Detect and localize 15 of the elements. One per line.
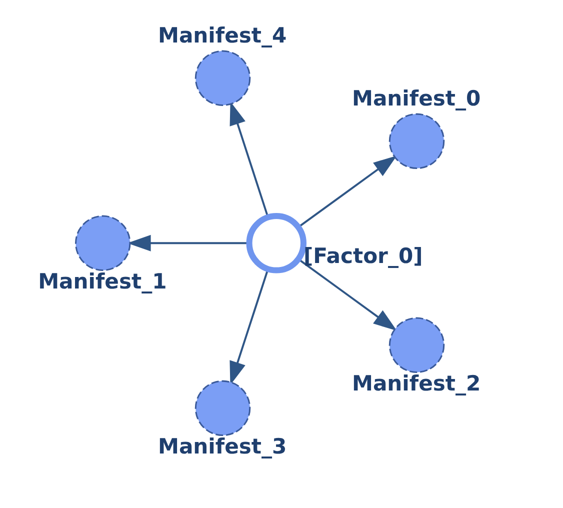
node-label: [Factor_0]: [303, 243, 423, 268]
node-label: Manifest_0: [352, 85, 481, 110]
node-circle: [388, 113, 445, 170]
node-circle: [194, 380, 251, 436]
node-circle: [194, 50, 251, 106]
node-label: Manifest_4: [158, 22, 287, 48]
node-circle: [246, 213, 306, 274]
node-label: Manifest_2: [352, 370, 481, 396]
arrow: [298, 258, 397, 331]
node-label: Manifest_3: [158, 434, 287, 459]
node-circle: [388, 317, 445, 373]
arrow: [230, 269, 269, 386]
node-label: Manifest_1: [38, 268, 167, 294]
node-circle: [75, 215, 131, 272]
arrow: [298, 156, 397, 228]
